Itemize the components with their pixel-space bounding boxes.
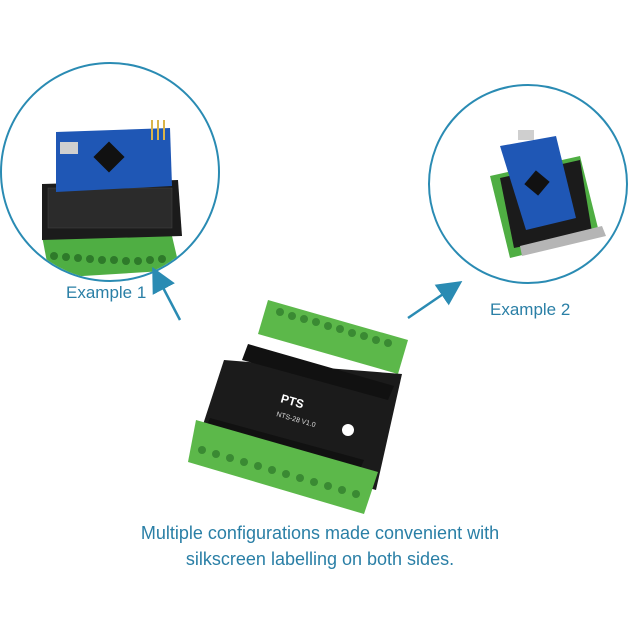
main-breakout-board: PTS NTS-28 V1.0: [188, 300, 408, 514]
top-terminal-screws: [276, 308, 392, 347]
nano-pins: [151, 120, 165, 140]
board-logo: PTS: [279, 391, 305, 411]
top-female-header: [242, 344, 394, 400]
example-1-photo: [0, 62, 220, 282]
arrow-to-example-1: [152, 266, 182, 321]
microcontroller-chip: [524, 170, 550, 196]
bottom-terminal-block: [188, 420, 378, 514]
caption-line-2: silkscreen labelling on both sides.: [185, 549, 455, 569]
example-2-photo: [428, 84, 628, 284]
caption: Multiple configurations made convenient …: [60, 520, 580, 572]
example-2-board-illustration: [490, 130, 606, 258]
example-1-board-illustration: [42, 120, 182, 278]
usb-port: [60, 142, 78, 154]
example-2-label: Example 2: [490, 300, 571, 319]
pcb-edge: [520, 226, 606, 256]
mounting-hole: [342, 424, 354, 436]
header-pins: [47, 187, 173, 229]
caption-line-1: Multiple configurations made convenient …: [140, 523, 500, 543]
usb-port: [518, 130, 534, 140]
example-1-label: Example 1: [66, 283, 147, 302]
terminal-block: [42, 236, 180, 278]
top-terminal-block: [258, 300, 408, 374]
microcontroller-chip: [93, 141, 125, 173]
bottom-terminal-screws: [198, 446, 360, 498]
arrow-to-example-2: [407, 280, 463, 320]
terminal-screws: [50, 252, 166, 265]
